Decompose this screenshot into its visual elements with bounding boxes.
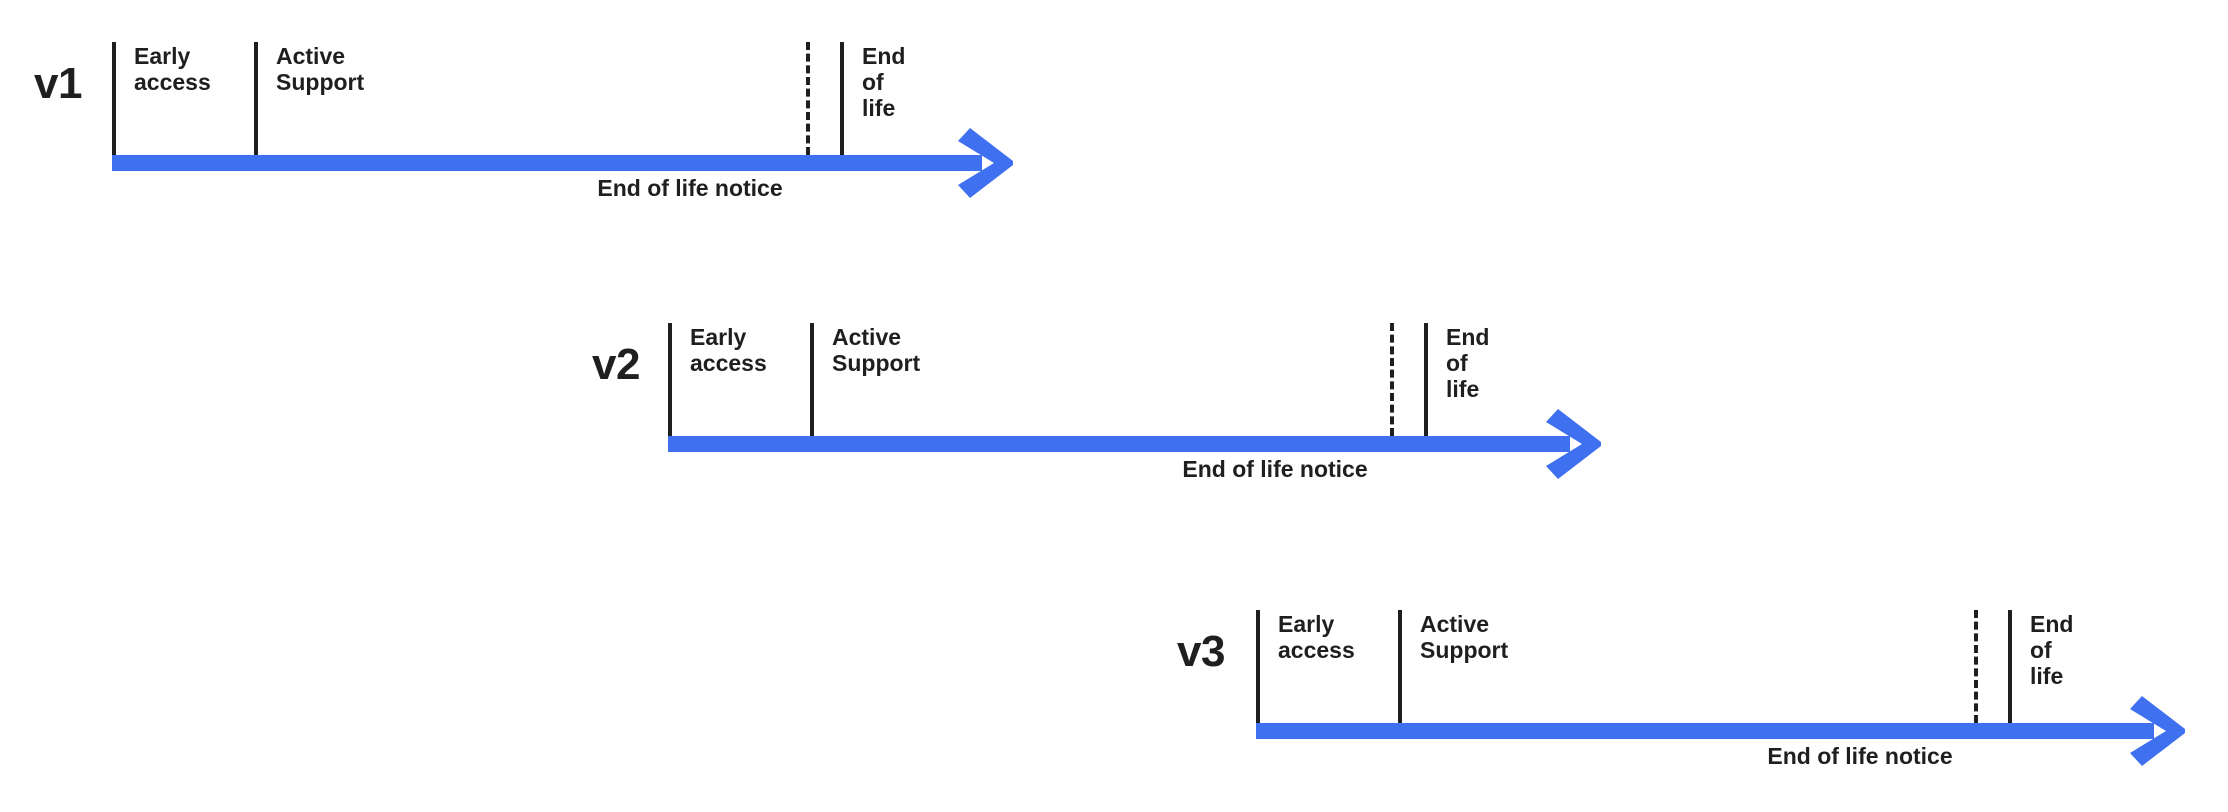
phase-label-v1-early-access: Early access <box>134 43 211 95</box>
phase-label-v2-active-support: Active Support <box>832 324 921 376</box>
lifecycle-arrow-shaft-v3 <box>1256 723 2154 739</box>
phase-label-v1-active-support: Active Support <box>276 43 365 95</box>
phase-divider-v1-active-support-start <box>254 42 258 155</box>
phase-divider-v3-early-access-start <box>1256 610 1260 723</box>
phase-divider-v2-end-of-life-start <box>1424 323 1428 436</box>
phase-label-v1-end-of-life: End of life <box>862 43 906 121</box>
phase-divider-v1-end-of-life-start <box>840 42 844 155</box>
phase-divider-v2-early-access-start <box>668 323 672 436</box>
phase-divider-v3-end-of-life-start <box>2008 610 2012 723</box>
lifecycle-arrow-shaft-v2 <box>668 436 1570 452</box>
eol-notice-label-v3: End of life notice <box>1767 743 1953 769</box>
lifecycle-arrow-head-v1 <box>958 128 1013 198</box>
version-label-v2: v2 <box>592 340 640 389</box>
eol-notice-label-v1: End of life notice <box>597 175 783 201</box>
eol-notice-marker-v1 <box>806 42 810 155</box>
phase-divider-v2-active-support-start <box>810 323 814 436</box>
eol-notice-marker-v2 <box>1390 323 1394 436</box>
phase-label-v3-active-support: Active Support <box>1420 611 1509 663</box>
lifecycle-arrow-head-v2 <box>1546 409 1601 479</box>
version-label-v1: v1 <box>34 59 82 108</box>
phase-label-v2-early-access: Early access <box>690 324 767 376</box>
lifecycle-arrow-head-v3 <box>2130 696 2185 766</box>
phase-label-v3-early-access: Early access <box>1278 611 1355 663</box>
phase-label-v2-end-of-life: End of life <box>1446 324 1490 402</box>
eol-notice-marker-v3 <box>1974 610 1978 723</box>
version-label-v3: v3 <box>1177 627 1225 676</box>
phase-divider-v3-active-support-start <box>1398 610 1402 723</box>
phase-label-v3-end-of-life: End of life <box>2030 611 2074 689</box>
eol-notice-label-v2: End of life notice <box>1182 456 1368 482</box>
lifecycle-arrow-shaft-v1 <box>112 155 982 171</box>
phase-divider-v1-early-access-start <box>112 42 116 155</box>
